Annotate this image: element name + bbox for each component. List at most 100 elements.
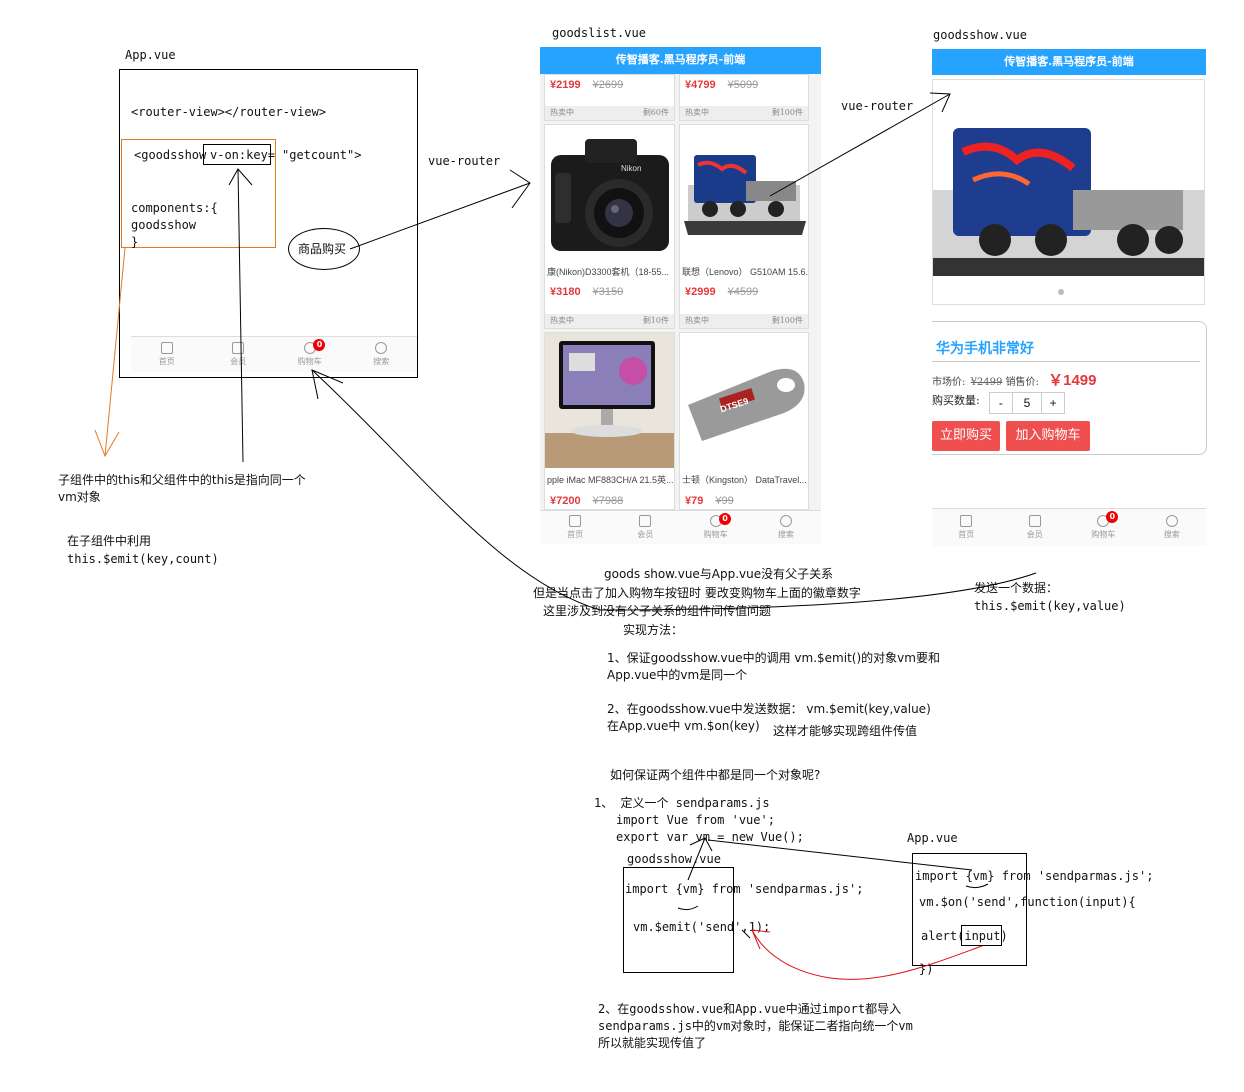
laptop-truck-image bbox=[680, 125, 808, 260]
svg-text:Nikon: Nikon bbox=[621, 164, 641, 173]
tab-member[interactable]: 会员 bbox=[203, 337, 275, 372]
mail-icon bbox=[639, 515, 652, 527]
home-icon bbox=[569, 515, 582, 527]
tab-search[interactable]: 搜索 bbox=[1138, 509, 1207, 546]
goodslist-title: goodslist.vue bbox=[552, 26, 646, 40]
goods-card[interactable]: pple iMac MF883CH/A 21.5英... ¥7200¥7988 bbox=[544, 332, 675, 510]
tab-home[interactable]: 首页 bbox=[540, 511, 610, 544]
add-cart-button[interactable]: 加入购物车 bbox=[1006, 421, 1090, 451]
note-app-import: import {vm} from 'sendparmas.js'; bbox=[915, 869, 1154, 883]
input-box bbox=[961, 925, 1002, 946]
goodslist-phone: 传智播客.黑马程序员-前端 ¥2199¥2699 热卖中剩60件 ¥4799¥5… bbox=[540, 47, 821, 544]
note-gs-emit: vm.$emit('send',1); bbox=[633, 920, 771, 934]
app-vue-title: App.vue bbox=[125, 48, 176, 62]
mail-icon bbox=[1028, 515, 1041, 527]
note-gs-label: goodsshow.vue bbox=[627, 852, 721, 866]
note-gs-import: import {vm} from 'sendparmas.js'; bbox=[625, 882, 864, 896]
vue-router-label-2: vue-router bbox=[841, 99, 914, 113]
note-how: 如何保证两个组件中都是同一个对象呢? bbox=[610, 768, 821, 782]
home-icon bbox=[960, 515, 973, 527]
goods-card[interactable]: DTSE9 士顿（Kingston） DataTravel... ¥79¥99 bbox=[679, 332, 809, 510]
arrow-head bbox=[94, 429, 120, 458]
note-child-emit: this.$emit(key,count) bbox=[67, 552, 219, 566]
sale-price: ￥1499 bbox=[1048, 372, 1097, 389]
note-but-2: 这里涉及到没有父子关系的组件间传值问题 bbox=[543, 604, 772, 618]
market-price: ¥2499 bbox=[970, 377, 1003, 388]
note-but-1: 但是当点击了加入购物车按钮时 要改变购物车上面的徽章数字 bbox=[533, 586, 861, 600]
product-carousel[interactable] bbox=[932, 79, 1205, 305]
note-def-1: 1、 定义一个 sendparams.js bbox=[594, 796, 770, 810]
qty-plus-button[interactable]: + bbox=[1041, 393, 1064, 413]
note-step1-b: App.vue中的vm是同一个 bbox=[607, 668, 748, 682]
note-child-use: 在子组件中利用 bbox=[67, 534, 152, 548]
tab-home[interactable]: 首页 bbox=[932, 509, 1001, 546]
goodsshow-tag: <goodsshow bbox=[134, 148, 207, 162]
buy-now-button[interactable]: 立即购买 bbox=[932, 421, 1000, 451]
tab-member[interactable]: 会员 bbox=[1001, 509, 1070, 546]
qty-input[interactable]: 5 bbox=[1023, 396, 1031, 410]
divider bbox=[932, 361, 1200, 362]
note-same-this-2: vm对象 bbox=[58, 490, 101, 504]
qty-minus-button[interactable]: - bbox=[990, 393, 1013, 413]
goodsshow-header: 传智播客.黑马程序员-前端 bbox=[932, 49, 1206, 75]
vue-router-label-1: vue-router bbox=[428, 154, 501, 168]
note-method: 实现方法： bbox=[623, 623, 684, 637]
note-final-2: sendparams.js中的vm对象时，能保证二者指向统一个vm bbox=[598, 1019, 913, 1033]
note-step2-c: 这样才能够实现跨组件传值 bbox=[773, 724, 918, 738]
buy-bubble-label: 商品购买 bbox=[298, 242, 347, 256]
goodsshow-title: goodsshow.vue bbox=[933, 28, 1027, 42]
note-def-3: export var vm = new Vue(); bbox=[616, 830, 804, 844]
price-row: 市场价: ¥2499 销售价: ￥1499 bbox=[932, 372, 1097, 389]
tab-home[interactable]: 首页 bbox=[131, 337, 203, 372]
von-key-text: v-on:key= bbox=[210, 148, 276, 162]
goods-card[interactable]: Nikon 康(Nikon)D3300套机（18-55... ¥3180¥315… bbox=[544, 124, 675, 329]
mail-icon bbox=[232, 342, 245, 354]
home-icon bbox=[160, 342, 173, 354]
note-app-on: vm.$on('send',function(input){ bbox=[919, 895, 1136, 909]
goodsshow-phone: 传智播客.黑马程序员-前端 华为手机非常好 市场价: ¥2499 销售价: ￥1… bbox=[932, 49, 1210, 554]
router-view-code: <router-view></router-view> bbox=[131, 105, 327, 119]
tab-search[interactable]: 搜索 bbox=[751, 511, 821, 544]
cart-badge: 0 bbox=[313, 339, 326, 351]
components-code: components:{ bbox=[131, 201, 218, 215]
note-final-3: 所以就能实现传值了 bbox=[598, 1036, 707, 1050]
goods-card[interactable]: 联想（Lenovo） G510AM 15.6... ¥2999¥4599 热卖中… bbox=[679, 124, 809, 329]
note-send-2: this.$emit(key,value) bbox=[974, 599, 1126, 613]
note-app-close: }) bbox=[919, 962, 934, 976]
goods-card[interactable]: ¥4799¥5099 热卖中剩100件 bbox=[679, 74, 809, 121]
note-app-label: App.vue bbox=[907, 831, 958, 845]
cart-badge: 0 bbox=[719, 513, 732, 525]
goodsshow-component-box bbox=[121, 139, 276, 248]
note-relation: goods show.vue与App.vue没有父子关系 bbox=[604, 567, 834, 581]
usb-drive-image: DTSE9 bbox=[680, 333, 808, 468]
note-step2-b: 在App.vue中 vm.$on(key) bbox=[607, 719, 760, 733]
gear-icon bbox=[779, 515, 792, 527]
close-brace-code: } bbox=[131, 235, 139, 249]
tab-search[interactable]: 搜索 bbox=[346, 337, 418, 372]
quantity-stepper: - 5 + bbox=[989, 392, 1065, 414]
camera-image: Nikon bbox=[545, 125, 674, 260]
tab-member[interactable]: 会员 bbox=[610, 511, 680, 544]
goodsshow-code: goodsshow bbox=[131, 218, 197, 232]
note-step1-a: 1、保证goodsshow.vue中的调用 vm.$emit()的对象vm要和 bbox=[607, 651, 940, 665]
product-title: 华为手机非常好 bbox=[936, 341, 1034, 357]
goodslist-header: 传智播客.黑马程序员-前端 bbox=[540, 47, 821, 74]
cart-badge: 0 bbox=[1106, 511, 1119, 523]
goodsshow-code-box bbox=[623, 867, 734, 973]
note-send-1: 发送一个数据： bbox=[974, 581, 1059, 595]
arrow-head bbox=[509, 169, 531, 209]
qty-label: 购买数量: bbox=[932, 394, 980, 407]
note-def-2: import Vue from 'vue'; bbox=[616, 813, 775, 827]
laptop-truck-banner bbox=[933, 80, 1204, 304]
getcount-text: "getcount"> bbox=[282, 148, 362, 162]
note-same-this-1: 子组件中的this和父组件中的this是指向同一个 bbox=[58, 473, 306, 487]
note-final-1: 2、在goodsshow.vue和App.vue中通过import都导入 bbox=[598, 1002, 902, 1016]
von-key-box bbox=[203, 144, 271, 165]
imac-image bbox=[545, 333, 674, 468]
goods-card[interactable]: ¥2199¥2699 热卖中剩60件 bbox=[544, 74, 675, 121]
